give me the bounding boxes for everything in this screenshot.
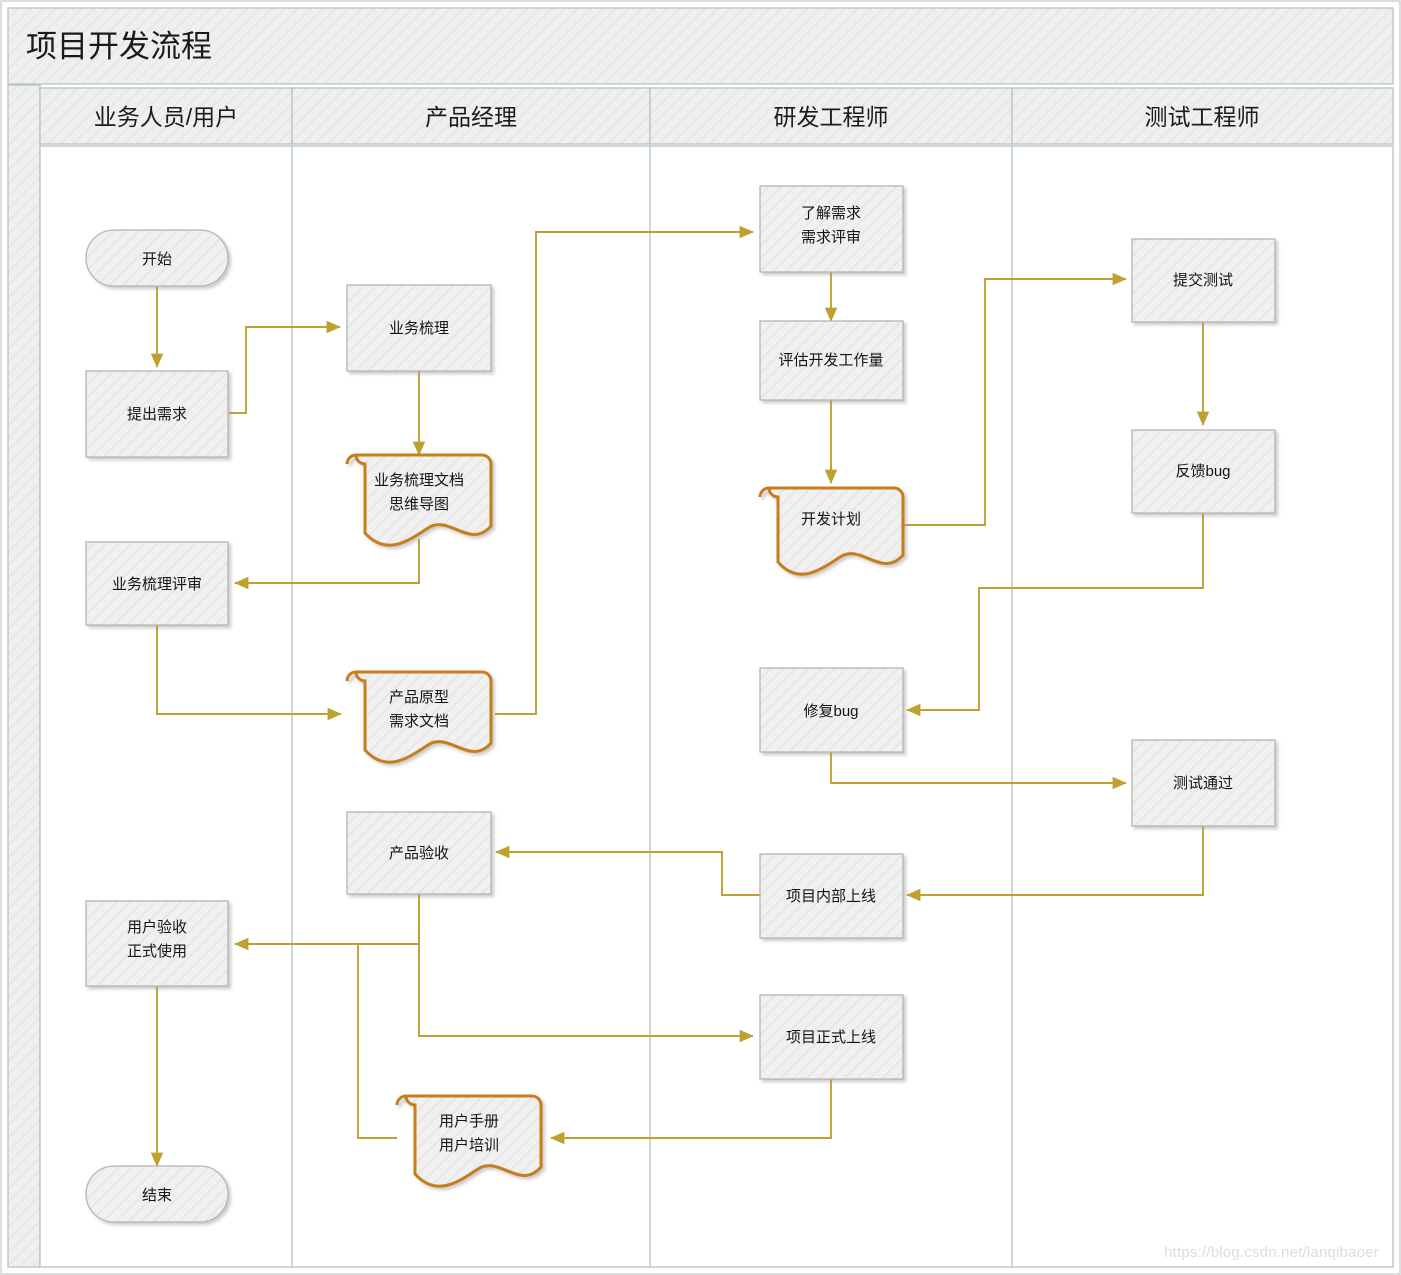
node-label-prd-doc-l2: 需求文档 [389,713,449,730]
node-label-understand-l1: 了解需求 [801,205,861,222]
node-label-end: 结束 [142,1187,172,1204]
node-label-understand-l2: 需求评审 [801,229,861,246]
node-label-estimate: 评估开发工作量 [778,352,883,369]
lane-header-business: 业务人员/用户 [39,87,293,145]
node-label-user-manual-l1: 用户手册 [439,1113,499,1130]
node-label-prd-doc-l1: 产品原型 [389,689,449,706]
edge-dev-plan-submit-test [903,272,1127,526]
node-prod-accept[interactable] [346,811,492,895]
lane-label-product: 产品经理 [425,104,517,130]
node-formal-launch[interactable] [759,994,904,1080]
node-label-submit-test: 提交测试 [1173,271,1233,289]
lane-label-dev: 研发工程师 [774,104,889,130]
node-label-biz-review: 业务梳理评审 [112,576,202,593]
node-biz-comb[interactable] [346,284,492,372]
lane-header-test: 测试工程师 [1011,87,1394,145]
node-user-manual[interactable] [395,1094,543,1188]
node-label-test-pass: 测试通过 [1173,775,1233,792]
edge-biz-review-prd-doc [156,625,342,721]
node-estimate[interactable] [759,320,904,401]
node-label-user-accept-l2: 正式使用 [127,943,187,960]
lane-header-product: 产品经理 [291,87,651,145]
edge-prd-doc-understand [495,225,754,715]
node-label-start: 开始 [142,251,172,268]
node-label-user-accept-l1: 用户验收 [127,919,187,936]
node-inner-launch[interactable] [759,853,904,939]
edge-raise-req-biz-comb [229,320,341,414]
lane-bodies [39,145,1394,1268]
node-submit-test[interactable] [1131,238,1276,323]
node-end[interactable] [85,1165,229,1223]
node-label-formal-launch: 项目正式上线 [786,1029,876,1046]
node-prd-doc[interactable] [345,670,493,764]
edge-prod-accept-formal-launch [418,894,754,1043]
node-biz-review[interactable] [85,541,229,626]
connector-layer [150,225,1210,1167]
edge-report-bug-fix-bug [906,513,1204,717]
edge-inner-launch-prod-accept [495,845,760,896]
node-label-prod-accept: 产品验收 [389,845,449,862]
node-label-dev-plan: 开发计划 [801,511,861,528]
title-band: 项目开发流程 [7,7,1394,85]
lane-label-business: 业务人员/用户 [94,104,238,130]
node-biz-doc[interactable] [345,453,493,547]
node-understand[interactable] [759,185,904,273]
node-test-pass[interactable] [1131,739,1276,827]
node-report-bug[interactable] [1131,429,1276,514]
node-label-user-manual-l2: 用户培训 [439,1137,499,1154]
node-raise-req[interactable] [85,370,229,458]
node-label-raise-req: 提出需求 [127,406,187,423]
edge-biz-doc-biz-review [234,539,420,590]
node-label-biz-comb: 业务梳理 [389,320,449,337]
edge-fix-bug-test-pass [830,752,1127,790]
node-label-biz-doc-l1: 业务梳理文档 [374,472,464,489]
edge-formal-launch-user-manual [550,1079,832,1145]
node-fix-bug[interactable] [759,667,904,753]
pool-spine [7,84,41,1268]
page-title: 项目开发流程 [26,29,212,64]
node-label-biz-doc-l2: 思维导图 [389,496,449,513]
node-user-accept[interactable] [85,900,229,987]
node-dev-plan[interactable] [758,486,905,576]
node-label-inner-launch: 项目内部上线 [786,888,876,905]
node-start[interactable] [85,229,229,287]
lane-label-test: 测试工程师 [1145,104,1260,130]
edge-user-manual-user-accept [235,943,397,1139]
lane-header-dev: 研发工程师 [649,87,1013,145]
node-label-report-bug: 反馈bug [1175,463,1230,480]
node-label-fix-bug: 修复bug [803,702,858,720]
edge-test-pass-inner-launch [906,826,1204,902]
